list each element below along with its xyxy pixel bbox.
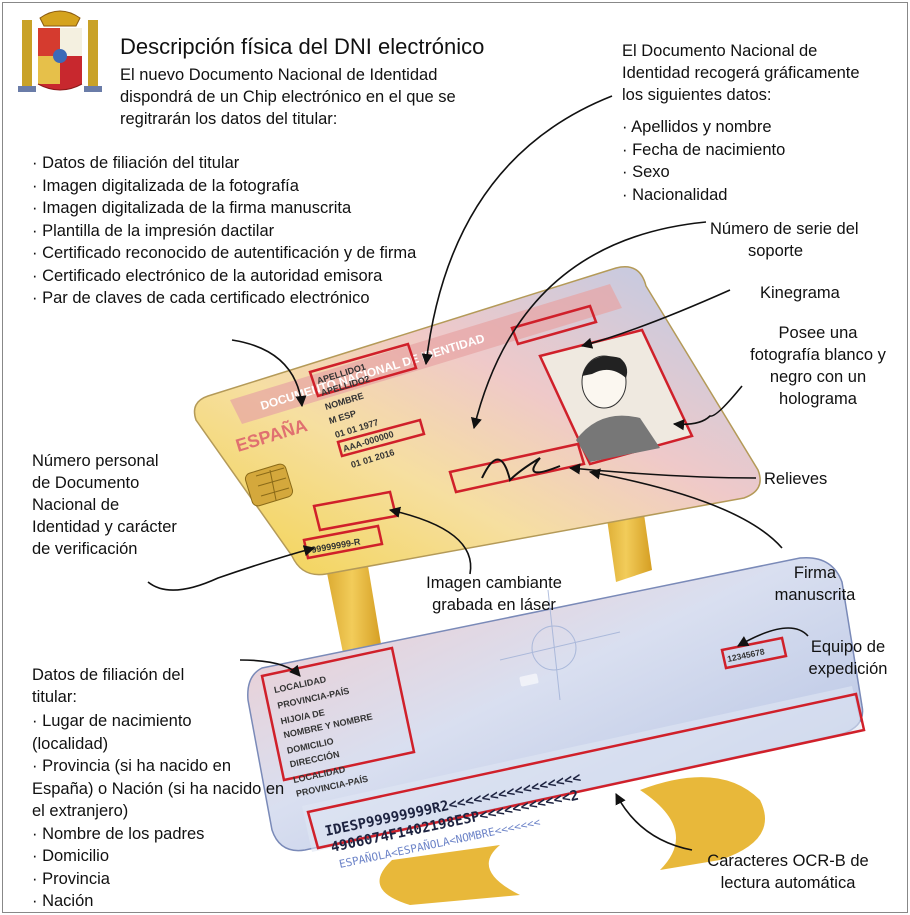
page-title: Descripción física del DNI electrónico	[120, 34, 485, 59]
intro-line-1: El nuevo Documento Nacional de Identidad	[120, 66, 438, 84]
holder-photo-icon	[576, 355, 660, 462]
chip-data-item: · Certificado electrónico de la autorida…	[32, 266, 383, 285]
leader-arrows	[147, 95, 809, 851]
label-numero-personal-1: Número personal	[32, 452, 159, 470]
label-kinegrama: Kinegrama	[760, 284, 840, 302]
filiacion-item: el extranjero)	[32, 802, 129, 820]
filiacion-item: · Provincia	[32, 869, 110, 888]
chip-data-item: · Par de claves de cada certificado elec…	[32, 289, 370, 307]
label-ocr-2: lectura automática	[720, 874, 856, 892]
filiacion-item: · Domicilio	[32, 847, 110, 865]
graphic-intro-1: El Documento Nacional de	[622, 42, 818, 60]
label-numero-serie-2: soporte	[748, 242, 804, 260]
label-equipo-1: Equipo de	[810, 638, 886, 656]
label-numero-personal-3: Nacional de	[32, 496, 120, 514]
filiacion-item: · Nación	[32, 892, 94, 910]
label-relieves: Relieves	[764, 470, 828, 488]
graphic-data-list: · Apellidos y nombre · Fecha de nacimien…	[622, 116, 785, 206]
graphic-intro-3: los siguientes datos:	[622, 86, 772, 104]
label-foto-1: Posee una	[778, 324, 858, 342]
chip-data-list: · Datos de filiación del titular · Image…	[32, 152, 416, 310]
graphic-data-item: · Apellidos y nombre	[622, 118, 772, 136]
filiacion-heading-1: Datos de filiación del	[32, 666, 185, 684]
chip-data-item: · Datos de filiación del titular	[32, 154, 240, 172]
chip-icon	[244, 463, 294, 507]
chip-data-item: · Imagen digitalizada de la fotografía	[32, 176, 299, 195]
label-foto-2: fotografía blanco y	[750, 346, 886, 364]
chip-data-item: · Imagen digitalizada de la firma manusc…	[32, 199, 352, 217]
label-imagen-cambiante-1: Imagen cambiante	[426, 574, 562, 592]
label-equipo-2: expedición	[808, 660, 888, 678]
label-firma-1: Firma	[793, 564, 837, 582]
graphic-data-item: · Sexo	[622, 163, 670, 181]
label-ocr-1: Caracteres OCR-B de	[707, 852, 869, 870]
filiacion-item: · Provincia (si ha nacido en	[32, 757, 232, 775]
label-numero-personal-4: Identidad y carácter	[32, 518, 177, 536]
dni-back-card: LOCALIDAD PROVINCIA-PAÍS HIJO/A DE NOMBR…	[247, 556, 866, 871]
intro-line-3: regitrarán los datos del titular:	[120, 110, 338, 128]
graphic-data-item: · Fecha de nacimiento	[622, 140, 786, 159]
filiacion-item: · Lugar de nacimiento	[32, 712, 192, 730]
label-foto-4: holograma	[779, 390, 857, 408]
label-foto-3: negro con un	[769, 368, 867, 386]
filiacion-item: · Nombre de los padres	[32, 824, 205, 843]
label-numero-serie-1: Número de serie del	[710, 220, 859, 238]
filiacion-item: España) o Nación (si ha nacido en	[32, 779, 285, 798]
filiacion-item: (localidad)	[32, 734, 109, 753]
strap-bottom	[379, 777, 765, 905]
label-firma-2: manuscrita	[774, 586, 856, 604]
coat-of-arms-icon	[18, 10, 102, 92]
label-numero-personal-5: de verificación	[32, 540, 138, 558]
intro-line-2: dispondrá de un Chip electrónico en el q…	[120, 88, 456, 106]
chip-data-item: · Certificado reconocido de autentificac…	[32, 244, 417, 262]
graphic-intro-2: Identidad recogerá gráficamente	[622, 64, 860, 82]
filiacion-heading-2: titular:	[32, 688, 77, 706]
label-imagen-cambiante-2: grabada en láser	[432, 596, 556, 614]
filiacion-list: · Lugar de nacimiento (localidad) · Prov…	[32, 710, 284, 913]
graphic-data-item: · Nacionalidad	[622, 185, 728, 204]
label-numero-personal-2: de Documento	[32, 474, 140, 492]
chip-data-item: · Plantilla de la impresión dactilar	[32, 221, 275, 240]
